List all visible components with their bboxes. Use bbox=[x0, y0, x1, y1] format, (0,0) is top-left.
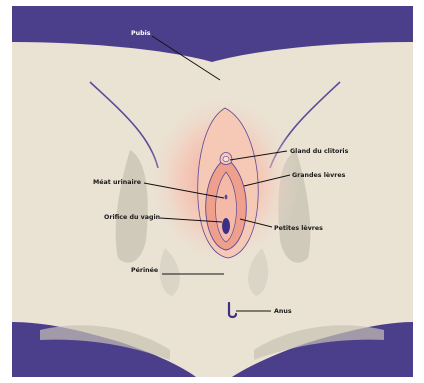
labia-majora-label: Grandes lèvres bbox=[292, 171, 346, 179]
urethral-meatus-label: Méat urinaire bbox=[93, 178, 141, 186]
urethral-meatus-mark bbox=[225, 195, 228, 200]
labia-minora-label: Petites lèvres bbox=[274, 224, 323, 232]
glans-label: Gland du clitoris bbox=[290, 148, 349, 155]
anus-label: Anus bbox=[274, 308, 292, 315]
perineum-label: Périnée bbox=[131, 266, 158, 274]
vaginal-orifice-label: Orifice du vagin bbox=[104, 214, 160, 221]
vaginal-orifice-mark bbox=[222, 218, 230, 234]
clitoris-glans bbox=[223, 156, 229, 161]
pubis-label: Pubis bbox=[131, 30, 151, 37]
